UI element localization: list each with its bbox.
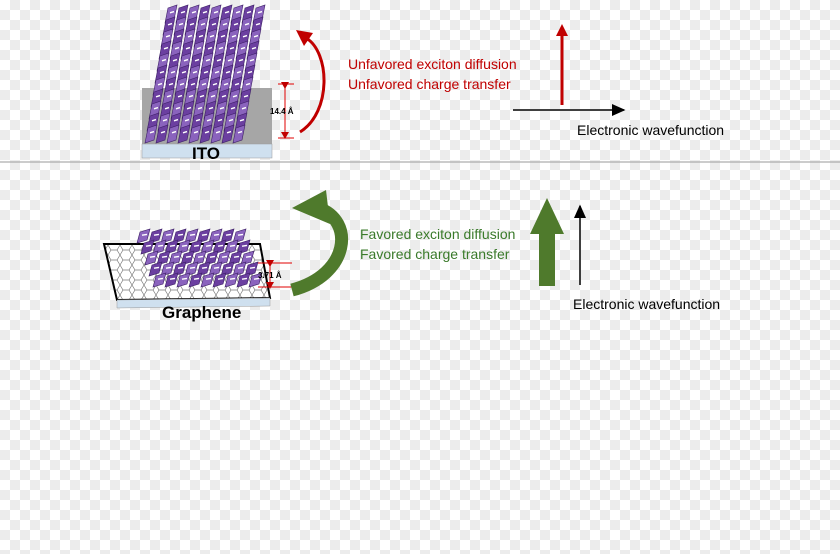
curved-arrow-icon bbox=[296, 30, 326, 134]
unfavored-exciton-text: Unfavored exciton diffusion bbox=[348, 56, 517, 72]
ito-spacing-label: 14.4 Å bbox=[270, 107, 294, 116]
ito-spacing-bracket bbox=[278, 82, 294, 139]
ito-wavefunction-axes bbox=[513, 24, 626, 116]
ito-label: ITO bbox=[192, 144, 221, 163]
graphene-label: Graphene bbox=[162, 303, 242, 322]
ito-molecular-stack bbox=[144, 4, 266, 144]
graphene-molecular-stack bbox=[136, 228, 263, 288]
graphene-wavefunction-label: Electronic wavefunction bbox=[573, 296, 721, 312]
favored-charge-text: Favored charge transfer bbox=[360, 246, 510, 262]
green-up-arrow-icon bbox=[530, 198, 564, 286]
graphene-spacing-label: 3.71 Å bbox=[258, 271, 282, 280]
ito-wavefunction-label: Electronic wavefunction bbox=[577, 122, 725, 138]
curved-arrow-icon bbox=[290, 190, 348, 297]
unfavored-charge-text: Unfavored charge transfer bbox=[348, 76, 511, 92]
favored-exciton-text: Favored exciton diffusion bbox=[360, 226, 516, 242]
graphene-spacing-bracket bbox=[258, 260, 292, 289]
